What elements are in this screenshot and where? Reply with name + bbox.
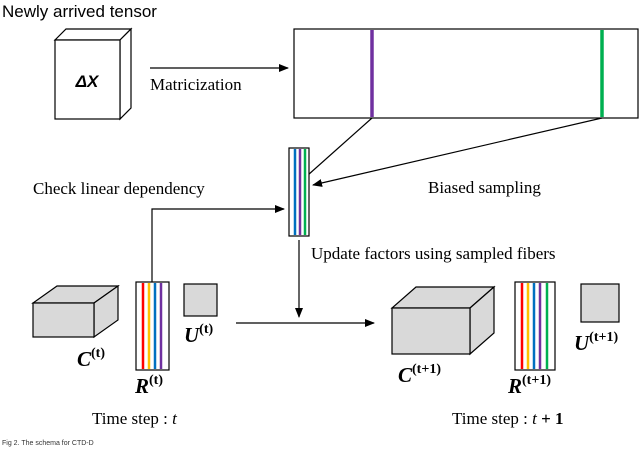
figure-caption: Fig 2. The schema for CTD-D	[2, 440, 94, 447]
r-t1-label: R(t+1)	[507, 373, 551, 398]
check-linear-arrow	[151, 205, 285, 282]
check-linear-dependency-label: Check linear dependency	[33, 179, 205, 198]
c-t-label: C(t)	[77, 346, 105, 371]
update-factors-label: Update factors using sampled fibers	[311, 244, 556, 263]
delta-x-cube: ΔΧ	[53, 27, 133, 121]
sampling-arrow-purple	[298, 117, 373, 184]
time-step-t-label: Time step : t	[92, 409, 178, 428]
core-matrix-u-t1	[580, 283, 620, 323]
u-t1-label: U(t+1)	[574, 330, 618, 355]
u-t-label: U(t)	[184, 322, 213, 347]
factor-matrix-r-t	[135, 281, 170, 371]
core-tensor-c-t	[31, 284, 120, 339]
matricization-label: Matricization	[150, 75, 242, 94]
core-tensor-c-t1	[390, 285, 496, 356]
core-matrix-u-t	[183, 283, 218, 317]
factor-matrix-r-t1	[514, 281, 556, 371]
delta-x-label: ΔΧ	[75, 72, 100, 91]
matricized-matrix	[293, 28, 639, 119]
c-t1-label: C(t+1)	[398, 362, 441, 387]
newly-arrived-tensor-label: Newly arrived tensor	[2, 2, 157, 21]
r-t-label: R(t)	[134, 373, 163, 398]
sampled-fibers	[288, 147, 310, 237]
biased-sampling-label: Biased sampling	[428, 178, 541, 197]
sampling-arrow-green	[312, 117, 603, 187]
time-step-t1-label: Time step : t + 1	[452, 409, 564, 428]
